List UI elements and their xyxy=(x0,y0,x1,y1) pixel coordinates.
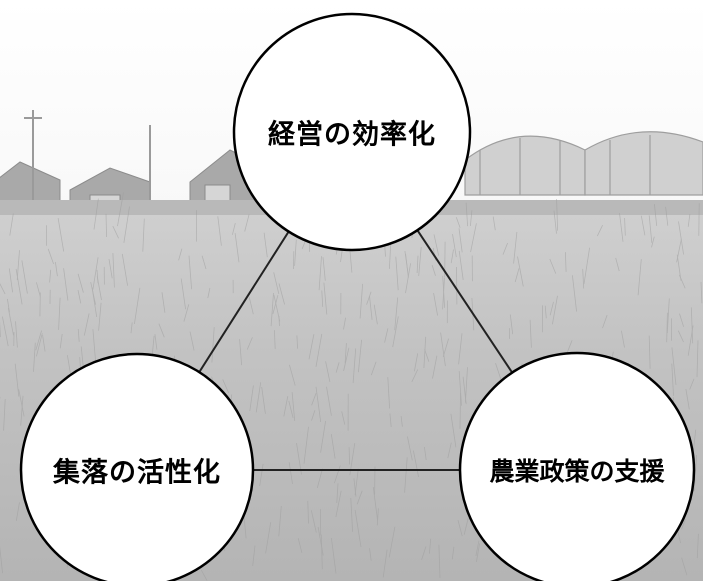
node-label-village-revitalization: 集落の活性化 xyxy=(53,457,221,489)
node-label-management-efficiency: 経営の効率化 xyxy=(268,119,436,151)
diagram-nodes xyxy=(19,12,696,581)
node-label-agricultural-policy-support: 農業政策の支援 xyxy=(489,457,665,486)
greenhouses xyxy=(464,131,703,196)
node-circle-agricultural-policy-support xyxy=(458,351,696,581)
node-circle-village-revitalization xyxy=(19,352,255,581)
node-circle-management-efficiency xyxy=(232,12,472,252)
